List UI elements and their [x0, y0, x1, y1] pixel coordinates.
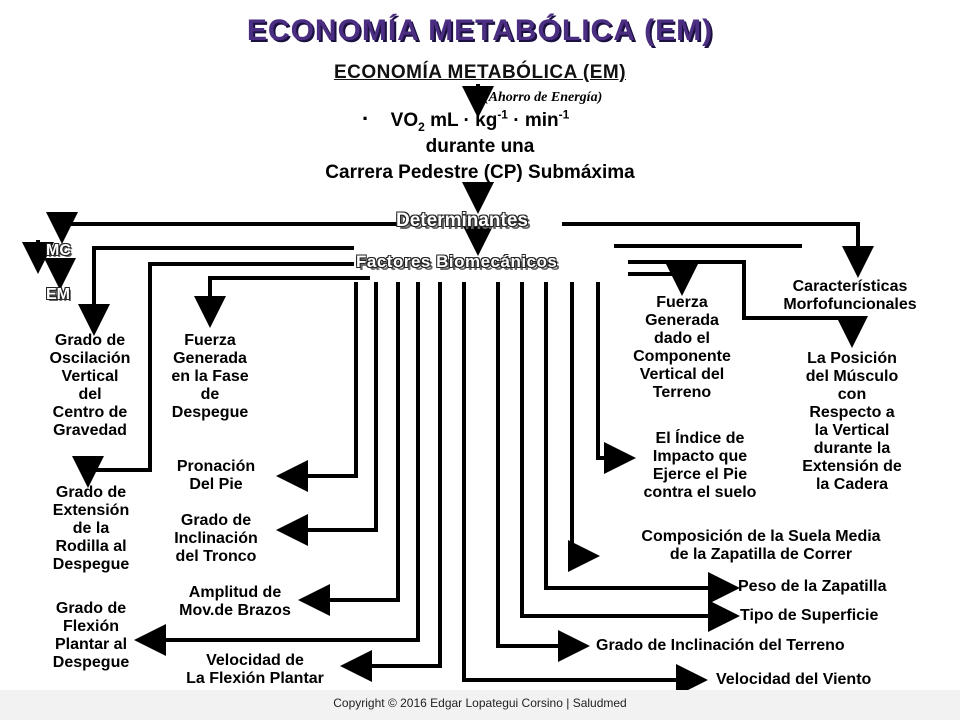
peso-zapatilla-label: Peso de la Zapatilla: [738, 578, 887, 595]
vo2-expression: . VO2 mL · kg-1 · min-1 durante una Carr…: [300, 100, 660, 186]
tipo-superficie-label: Tipo de Superficie: [740, 607, 879, 624]
copyright-text: Copyright © 2016 Edgar Lopategui Corsino…: [333, 696, 627, 710]
vo2-dot: .: [362, 100, 369, 125]
main-title: ECONOMÍA METABÓLICA (EM): [246, 14, 714, 47]
mc-label: MC: [46, 242, 71, 259]
vo2-line3: Carrera Pedestre (CP) Submáxima: [325, 162, 635, 183]
factores-biomecanicos-label: Factores Biomecánicos: [356, 252, 558, 271]
vo2-line2: durante una: [425, 136, 535, 157]
velocidad-viento-label: Velocidad del Viento: [716, 671, 872, 688]
determinantes-label: Determinantes: [396, 210, 528, 231]
inclinacion-terreno-label: Grado de Inclinación del Terreno: [596, 637, 845, 654]
subtitle: ECONOMÍA METABÓLICA (EM): [333, 62, 627, 83]
energy-saving-note: (Ahorro de Energía): [484, 90, 603, 105]
em-label: EM: [46, 286, 70, 303]
footer: Copyright © 2016 Edgar Lopategui Corsino…: [0, 690, 960, 720]
vo2-line1: VO2 mL · kg-1 · min-1: [390, 107, 570, 134]
